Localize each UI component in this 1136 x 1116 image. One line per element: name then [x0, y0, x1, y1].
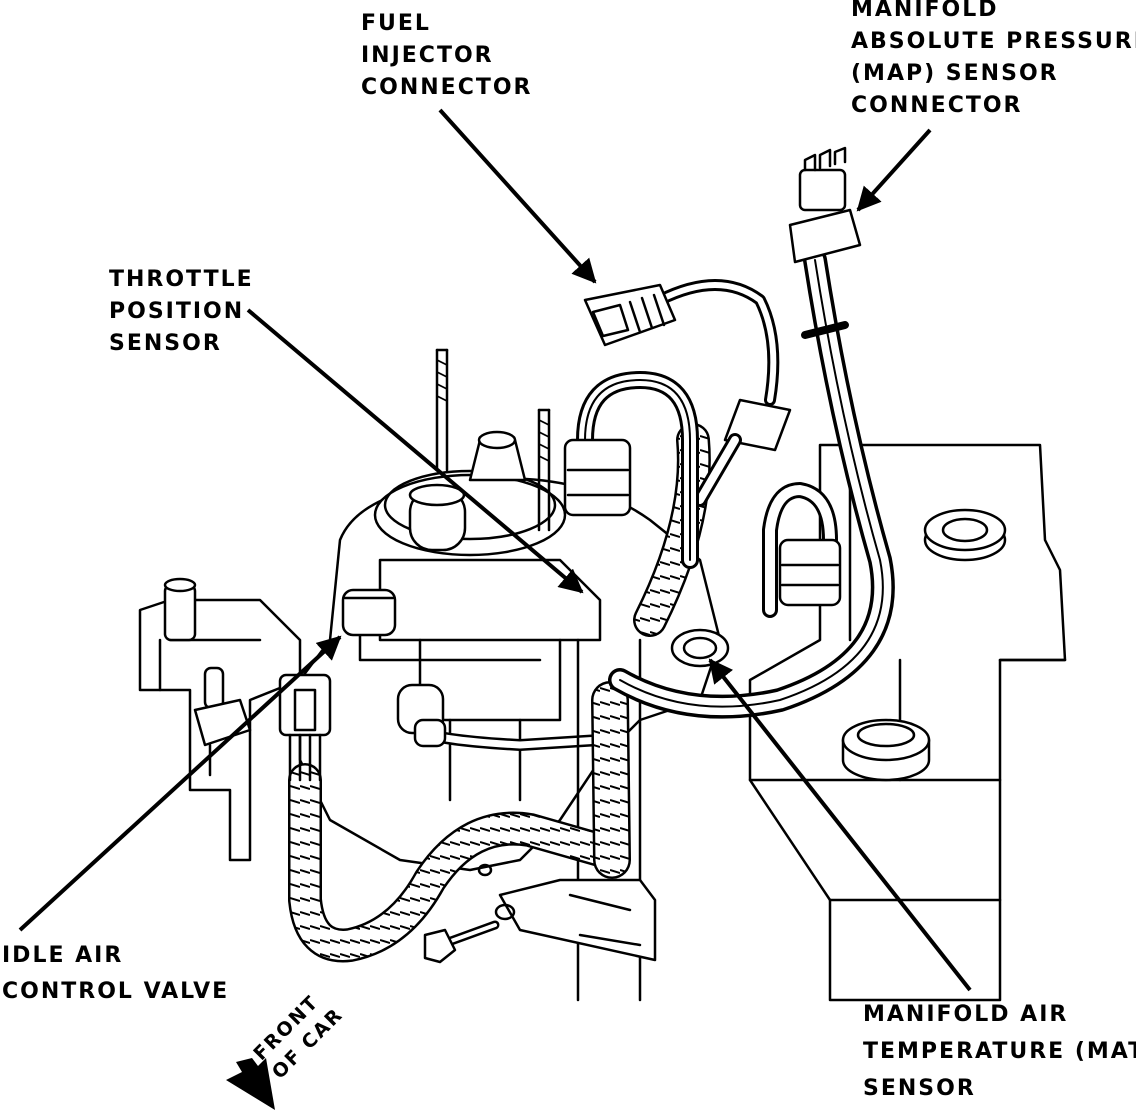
iac-connector [278, 673, 332, 782]
map-wire-bundle [608, 248, 895, 719]
arrow-fuel-injector [438, 108, 597, 284]
arrow-tps [246, 308, 584, 594]
oil-cap-upper [923, 508, 1007, 562]
map-sensor-connector-label: MANIFOLD ABSOLUTE PRESSURE (MAP) SENSOR … [851, 0, 1136, 118]
fuel-injector-connector-label: FUEL INJECTOR CONNECTOR [361, 11, 533, 100]
fuel-line [396, 683, 606, 751]
arrow-map-connector [856, 128, 932, 212]
tps-body [408, 430, 527, 552]
iac-valve-body [341, 588, 397, 637]
mat-connector-loop [762, 482, 842, 618]
bolt [423, 920, 500, 964]
studs [435, 348, 551, 532]
mat-sensor-label: MANIFOLD AIR TEMPERATURE (MAT) SENSOR [863, 1002, 1136, 1101]
injector-loop-wires [563, 371, 699, 569]
arrow-mat [708, 658, 972, 992]
fuel-injector-connector-part [583, 279, 792, 507]
front-of-car-arrow [226, 1058, 275, 1110]
map-connector-part [788, 146, 862, 264]
arrow-iac [18, 635, 342, 932]
mat-sensor-part [670, 628, 730, 668]
oil-cap-lower [841, 718, 931, 782]
idle-air-control-valve-label: IDLE AIR CONTROL VALVE [2, 943, 230, 1004]
leader-arrows [18, 108, 972, 992]
throttle-position-sensor-label: THROTTLE POSITION SENSOR [109, 267, 254, 356]
